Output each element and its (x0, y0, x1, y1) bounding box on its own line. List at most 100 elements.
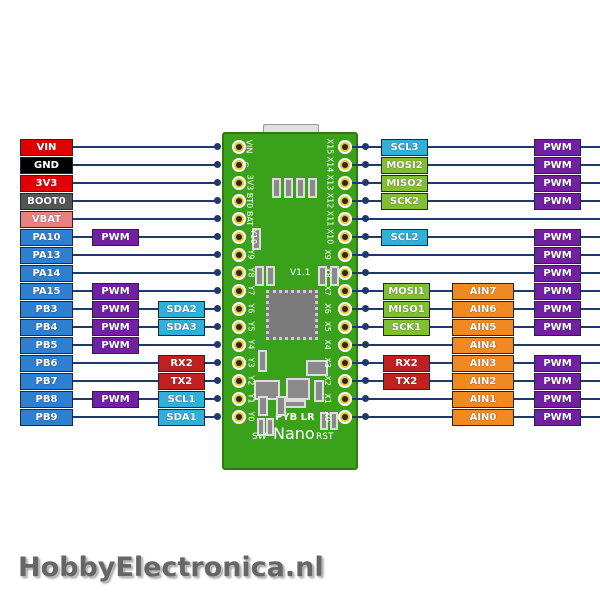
func-tag-scl2: SCL2 (381, 229, 428, 246)
smd-component (252, 228, 261, 250)
func-tag-scl3: SCL3 (381, 139, 428, 156)
pin-line (72, 290, 218, 292)
pin-dot (362, 287, 369, 294)
silk-label-y1: Y1 (246, 393, 256, 404)
smd-component (320, 412, 328, 430)
pin-label-pa13: PA13 (20, 247, 73, 264)
silk-label-x8: X8 (322, 267, 332, 278)
silk-label-y8: Y8 (246, 267, 256, 278)
header-pad (338, 374, 352, 388)
pin-dot (362, 251, 369, 258)
func-tag-rx2: RX2 (383, 355, 430, 372)
pin-line (72, 398, 218, 400)
pwm-tag: PWM (92, 283, 139, 300)
func-tag-sck1: SCK1 (383, 319, 430, 336)
header-pad (338, 194, 352, 208)
pin-dot (362, 233, 369, 240)
pin-dot (214, 179, 221, 186)
header-pad (232, 266, 246, 280)
silk-label-x11: X11 (325, 210, 335, 227)
pin-label-vbat: VBAT (20, 211, 73, 228)
pin-line (72, 164, 218, 166)
smd-component (296, 178, 305, 198)
rst-button-label: RST (316, 432, 334, 442)
smd-component (314, 380, 324, 402)
header-pad (338, 230, 352, 244)
pin-dot (214, 341, 221, 348)
pin-line (345, 254, 600, 256)
silk-label-y3: Y3 (246, 357, 256, 368)
silk-label-y6: Y6 (246, 303, 256, 314)
pin-dot (362, 197, 369, 204)
func-tag-mosi2: MOSI2 (381, 157, 428, 174)
microcontroller-chip (266, 290, 318, 340)
pin-dot (214, 161, 221, 168)
pin-line (345, 182, 600, 184)
smd-component (330, 412, 338, 430)
smd-component (255, 266, 264, 286)
pin-dot (362, 341, 369, 348)
silk-label-x13: X13 (325, 174, 335, 191)
smd-component (286, 378, 310, 400)
pin-line (72, 416, 218, 418)
pin-dot (362, 305, 369, 312)
smd-component (258, 350, 267, 372)
pwm-tag: PWM (92, 319, 139, 336)
pwm-tag: PWM (534, 247, 581, 264)
pin-dot (362, 395, 369, 402)
smd-component (272, 178, 281, 198)
pin-line (345, 146, 600, 148)
silk-label-x5: X5 (322, 321, 332, 332)
adc-tag-ain3: AIN3 (452, 355, 514, 372)
header-pad (338, 140, 352, 154)
adc-tag-ain5: AIN5 (452, 319, 514, 336)
func-tag-tx2: TX2 (383, 373, 430, 390)
header-pad (338, 302, 352, 316)
pwm-tag: PWM (534, 229, 581, 246)
pin-line (72, 362, 218, 364)
pin-dot (362, 161, 369, 168)
adc-tag-ain6: AIN6 (452, 301, 514, 318)
silk-label-x7: X7 (322, 285, 332, 296)
board-brand-line2: Nano (273, 424, 315, 443)
pin-dot (214, 377, 221, 384)
adc-tag-ain7: AIN7 (452, 283, 514, 300)
pin-label-pb8: PB8 (20, 391, 73, 408)
header-pad (232, 248, 246, 262)
silk-label-x10: X10 (325, 228, 335, 245)
pin-label-pb5: PB5 (20, 337, 73, 354)
silk-label-bt0: BT0 (245, 192, 255, 209)
silk-label-x2: X2 (322, 375, 332, 386)
silk-label-vin: VIN (244, 139, 254, 154)
pwm-tag: PWM (534, 301, 581, 318)
pin-line (72, 236, 218, 238)
board-brand-line1: PYB LR (275, 412, 315, 423)
header-pad (232, 392, 246, 406)
header-pad (232, 338, 246, 352)
pin-label-pb9: PB9 (20, 409, 73, 426)
silk-label-y7: Y7 (246, 285, 256, 296)
silk-label-x15: X15 (325, 138, 335, 155)
pin-label-boot0: BOOT0 (20, 193, 73, 210)
pwm-tag: PWM (534, 157, 581, 174)
pwm-tag: PWM (534, 373, 581, 390)
silk-label-y4: Y4 (246, 339, 256, 350)
silk-label-y9: Y9 (246, 249, 256, 260)
pin-line (345, 218, 600, 220)
header-pad (338, 212, 352, 226)
pin-dot (362, 143, 369, 150)
board-version: V1.1 (290, 268, 311, 278)
pin-dot (214, 251, 221, 258)
pin-line (72, 254, 218, 256)
pin-label-pb6: PB6 (20, 355, 73, 372)
pin-label-3v3: 3V3 (20, 175, 73, 192)
adc-tag-ain1: AIN1 (452, 391, 514, 408)
pin-dot (214, 233, 221, 240)
pin-line (72, 200, 218, 202)
pin-dot (214, 215, 221, 222)
pin-line (345, 236, 600, 238)
pin-dot (362, 359, 369, 366)
pwm-tag: PWM (534, 283, 581, 300)
silk-label-bat: BAT (245, 210, 255, 227)
pin-dot (214, 287, 221, 294)
